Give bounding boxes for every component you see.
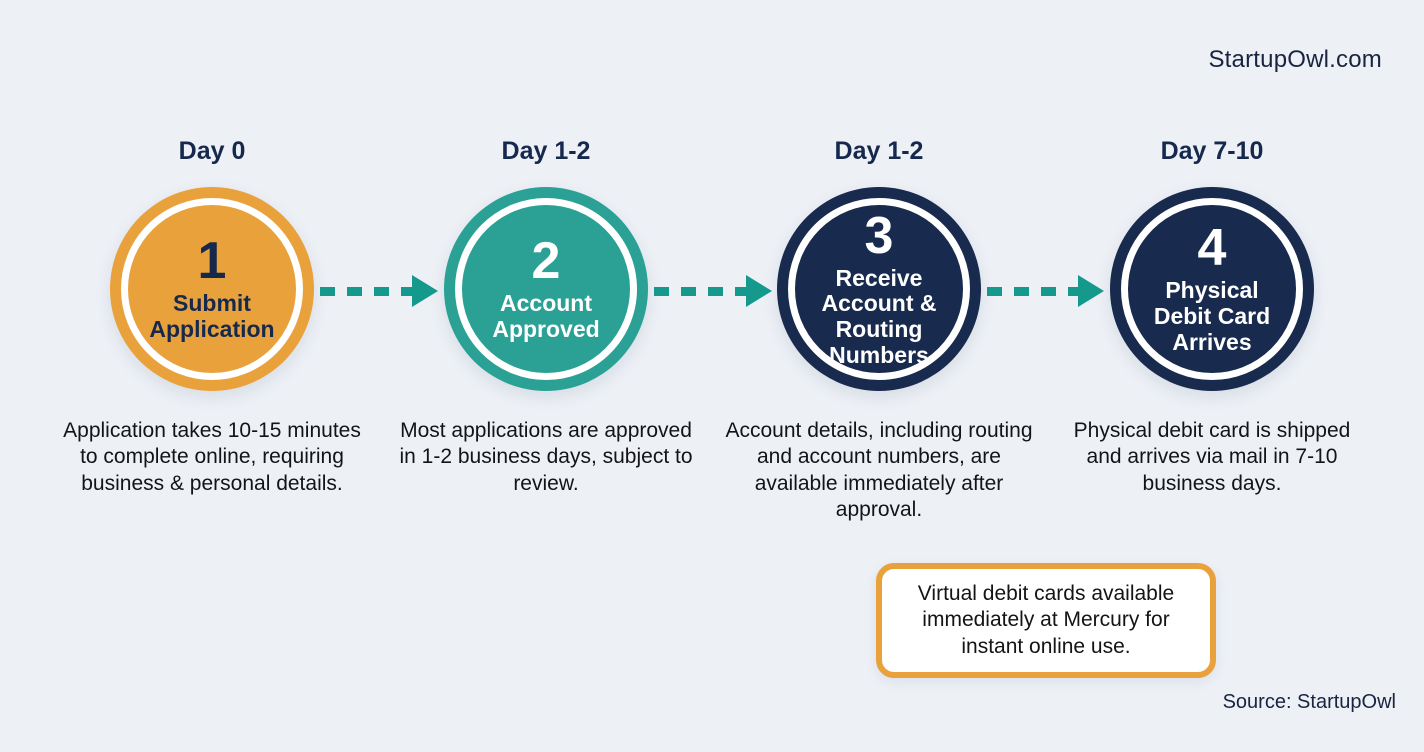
step-4-title: Physical Debit Card Arrives [1153, 277, 1271, 355]
step-2-title: Account Approved [492, 290, 600, 342]
step-4-description: Physical debit card is shipped and arriv… [1073, 419, 1351, 495]
step-3-number: 3 [864, 206, 894, 265]
step-4-number: 4 [1197, 219, 1227, 278]
step-3-description: Account details, including routing and a… [725, 419, 1033, 521]
circle-inner-ring [1121, 198, 1303, 380]
brand-wordmark: StartupOwl.com [1208, 46, 1382, 73]
step-3-circle: 3 Receive Account & Routing Numbers [777, 187, 981, 391]
arrow-head [1078, 275, 1104, 307]
arrow-dash-line [987, 286, 1080, 296]
step-1-circle: 1 Submit Application [110, 187, 314, 391]
step-1-description: Application takes 10-15 minutes to compl… [63, 419, 361, 495]
timeline-step-4: Day 7-10 4 Physical Debit Card Arrives P… [1046, 0, 1378, 752]
step-4-day-label: Day 7-10 [1160, 137, 1264, 165]
arrow-dash-line [654, 286, 748, 296]
step-1-number: 1 [197, 232, 227, 291]
step-3-circle-content: 3 Receive Account & Routing Numbers [795, 205, 963, 373]
step-4-circle-content: 4 Physical Debit Card Arrives [1128, 205, 1296, 373]
arrow-right-icon [654, 275, 772, 307]
timeline-step-1: Day 0 1 Submit Application Application t… [46, 0, 378, 752]
step-2-number: 2 [531, 232, 561, 291]
step-2-circle-content: 2 Account Approved [462, 205, 630, 373]
timeline-step-3: Day 1-2 3 Receive Account & Routing Numb… [713, 0, 1045, 752]
arrow-right-icon [320, 275, 438, 307]
step-1-title: Submit Application [149, 290, 275, 342]
step-2-day-label: Day 1-2 [501, 137, 591, 165]
virtual-card-callout: Virtual debit cards available immediatel… [876, 563, 1216, 678]
arrow-right-icon [987, 275, 1104, 307]
arrow-dash-line [320, 286, 414, 296]
step-2-circle: 2 Account Approved [444, 187, 648, 391]
step-3-title: Receive Account & Routing Numbers [821, 264, 937, 368]
step-3-day-label: Day 1-2 [834, 137, 924, 165]
arrow-head [746, 275, 772, 307]
circle-inner-ring [455, 198, 637, 380]
step-4-circle: 4 Physical Debit Card Arrives [1110, 187, 1314, 391]
source-attribution: Source: StartupOwl [1222, 691, 1396, 713]
virtual-card-callout-text: Virtual debit cards available immediatel… [917, 581, 1175, 658]
timeline-step-2: Day 1-2 2 Account Approved Most applicat… [380, 0, 712, 752]
circle-inner-ring [788, 198, 970, 380]
step-2-description: Most applications are approved in 1-2 bu… [399, 419, 693, 495]
step-1-day-label: Day 0 [178, 137, 246, 165]
circle-inner-ring [121, 198, 303, 380]
step-1-circle-content: 1 Submit Application [128, 205, 296, 373]
arrow-head [412, 275, 438, 307]
